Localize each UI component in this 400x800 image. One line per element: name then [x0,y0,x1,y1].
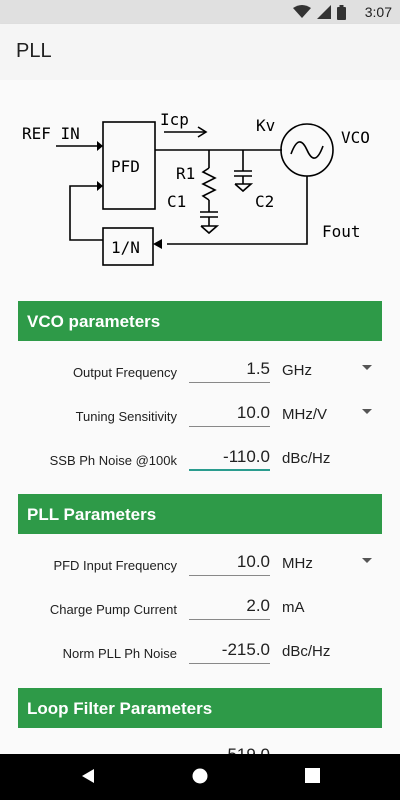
charge-pump-current-input[interactable]: 2.0 [189,596,270,620]
label-divider: 1/N [111,238,140,257]
field-label: Tuning Sensitivity [75,409,177,424]
section-title: PLL Parameters [27,505,157,524]
label-fout: Fout [322,222,361,241]
unit-label: dBc/Hz [282,643,331,660]
wifi-icon [293,5,311,18]
label-c2: C2 [255,192,274,211]
row-norm-pll-phase-noise: Norm PLL Ph Noise -215.0 dBc/Hz [0,634,400,674]
pfd-block [102,121,156,210]
app-bar: PLL [0,24,400,80]
field-label: PFD Input Frequency [53,558,177,573]
label-ref-in: REF IN [22,124,80,143]
back-icon[interactable] [80,768,96,784]
divider-block [102,227,154,266]
recents-icon[interactable] [305,768,320,783]
section-header-loop-filter: Loop Filter Parameters [18,688,382,728]
pfd-input-frequency-input[interactable]: 10.0 [189,552,270,576]
section-title: VCO parameters [27,312,161,331]
loop-filter-value-input[interactable]: 519.0 [189,745,270,754]
row-pfd-input-frequency: PFD Input Frequency 10.0 MHz [0,546,400,586]
battery-icon [337,4,346,20]
section-header-pll: PLL Parameters [18,494,382,534]
ssb-phase-noise-input[interactable]: -110.0 [189,447,270,471]
unit-label: dBc/Hz [282,450,331,467]
app-title: PLL [16,40,52,62]
scroll-content[interactable]: REF IN PFD Icp Kv VCO R1 C1 C2 Fout 1/N … [0,80,400,754]
label-icp: Icp [160,110,189,129]
status-time: 3:07 [364,4,392,20]
status-icons [293,4,346,20]
output-frequency-input[interactable]: 1.5 [189,359,270,383]
pll-block-diagram: REF IN PFD Icp Kv VCO R1 C1 C2 Fout 1/N [22,110,370,266]
signal-icon [317,5,331,19]
section-title: Loop Filter Parameters [27,699,213,718]
vco-symbol [280,123,334,177]
field-label: Norm PLL Ph Noise [62,646,177,661]
unit-spinner[interactable]: MHz/V [282,406,327,423]
dropdown-arrow-icon[interactable] [362,558,372,563]
section-header-vco: VCO parameters [18,301,382,341]
field-label: Output Frequency [72,365,177,380]
row-charge-pump-current: Charge Pump Current 2.0 mA [0,590,400,630]
home-icon[interactable] [192,768,208,784]
field-label: Charge Pump Current [49,602,177,617]
navigation-bar [0,754,400,800]
label-r1: R1 [176,164,195,183]
label-c1: C1 [167,192,186,211]
dropdown-arrow-icon[interactable] [362,365,372,370]
row-tuning-sensitivity: Tuning Sensitivity 10.0 MHz/V [0,397,400,437]
row-output-frequency: Output Frequency 1.5 GHz [0,353,400,393]
norm-pll-phase-noise-input[interactable]: -215.0 [189,640,270,664]
label-pfd: PFD [111,157,140,176]
status-bar: 3:07 [0,0,400,24]
dropdown-arrow-icon[interactable] [362,409,372,414]
unit-spinner[interactable]: MHz [282,555,313,572]
label-kv: Kv [256,116,275,135]
field-label: SSB Ph Noise @100k [49,453,177,468]
row-loop-filter-partial: 519.0 [0,739,400,754]
label-vco: VCO [341,128,370,147]
unit-label: mA [282,599,305,616]
unit-spinner[interactable]: GHz [282,362,312,379]
row-ssb-phase-noise: SSB Ph Noise @100k -110.0 dBc/Hz [0,441,400,481]
tuning-sensitivity-input[interactable]: 10.0 [189,403,270,427]
